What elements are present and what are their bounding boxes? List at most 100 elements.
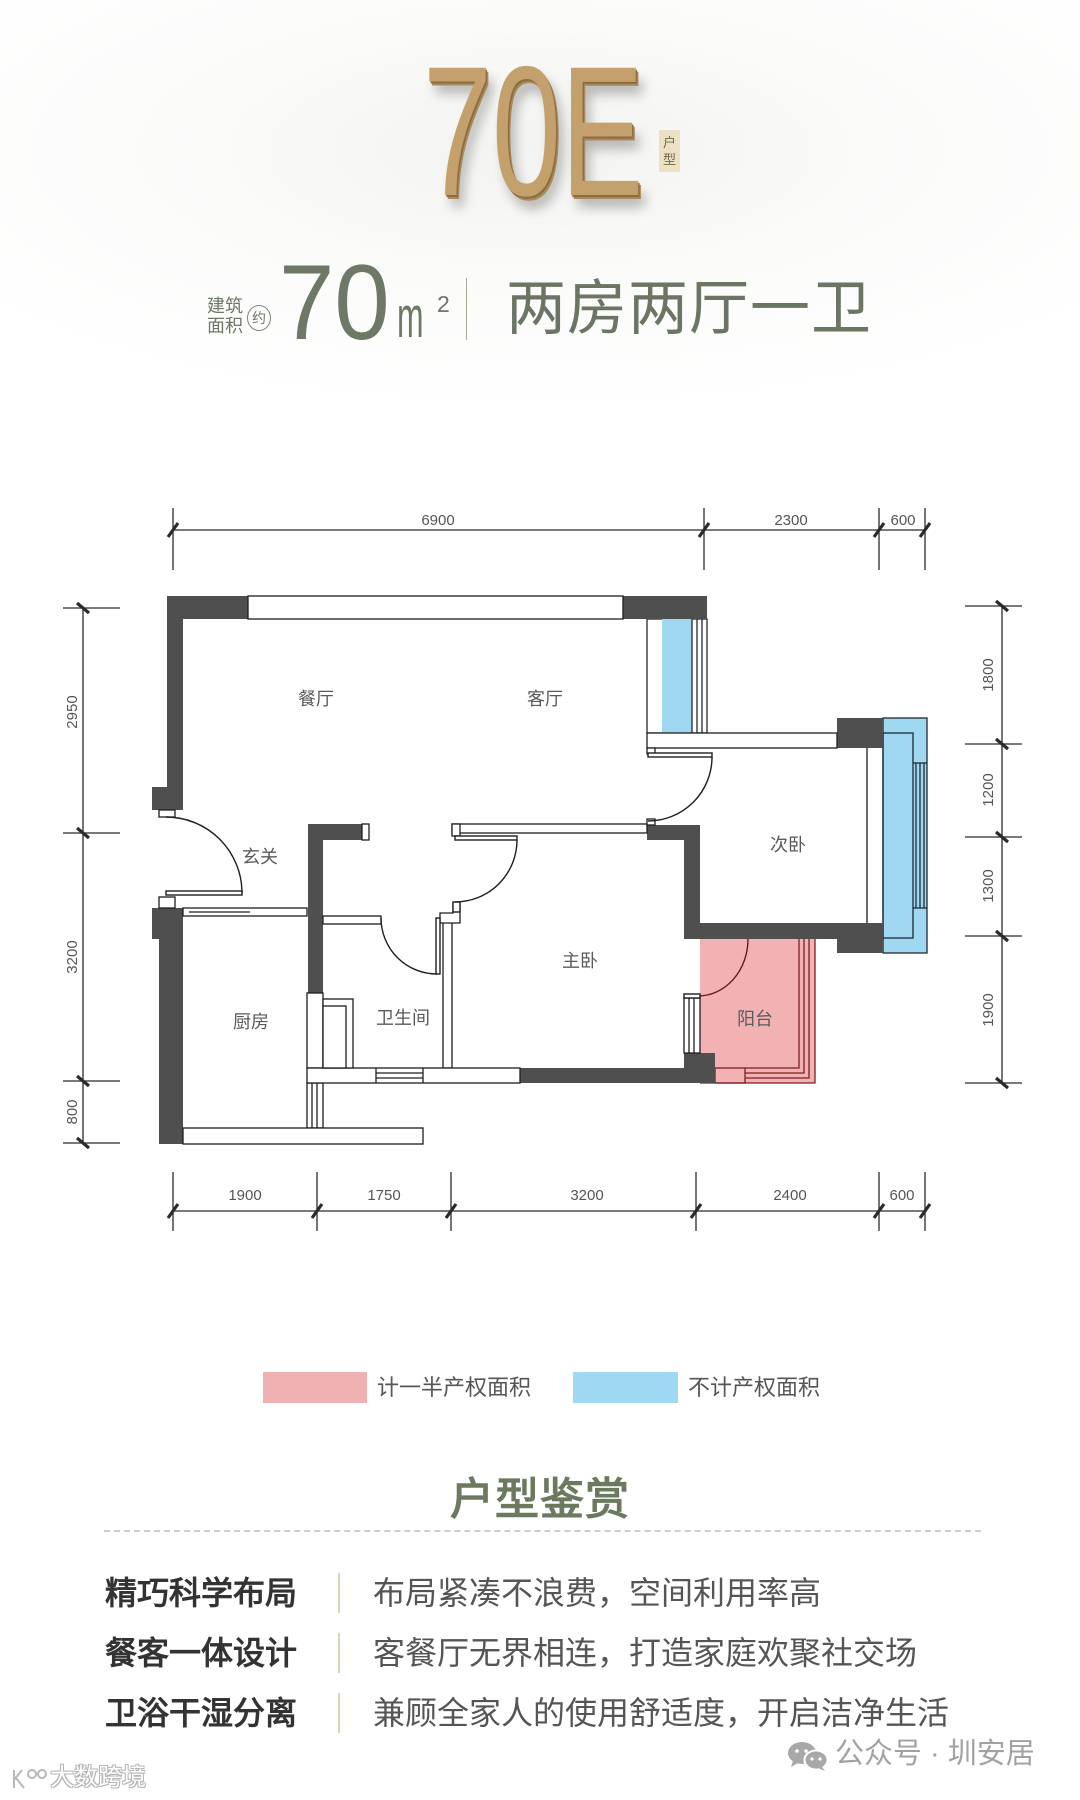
- second-bedroom-door-leaf: [647, 752, 713, 758]
- bathroom-top-wall: [322, 915, 382, 925]
- bathroom-fixture-inner: [322, 1005, 347, 1069]
- section-heading: 户型鉴赏: [450, 1475, 630, 1524]
- legend-item-excluded-area: [573, 1372, 678, 1403]
- dim-tick: [444, 1203, 458, 1219]
- door-jamb: [683, 993, 701, 999]
- dim-ticks-left: [75, 601, 91, 1150]
- dim-ticks-right: [994, 599, 1010, 1090]
- balcony-railing: [700, 939, 816, 1084]
- dim-label-top-1: 6900: [421, 512, 454, 529]
- dim-label-right-4: 1900: [980, 993, 997, 1026]
- room-label-dining: 餐厅: [298, 689, 334, 709]
- model-badge-char-2: 型: [662, 152, 676, 167]
- wall-segment: [152, 908, 183, 939]
- wall-segment: [152, 787, 183, 810]
- dim-tick: [994, 830, 1010, 844]
- dim-tick: [75, 1074, 91, 1088]
- dim-tick: [697, 522, 711, 538]
- door-jamb: [158, 809, 176, 818]
- bathroom-door-swing: [380, 917, 438, 975]
- feature-desc-3: 兼顾全家人的使用舒适度，开启洁净生活: [373, 1695, 950, 1731]
- account-watermark: 公众号 · 圳安居: [835, 1738, 1035, 1770]
- approx-mark: 约: [247, 305, 271, 331]
- partition-cap: [361, 823, 370, 841]
- room-label-living: 客厅: [527, 689, 563, 709]
- dim-tick: [75, 601, 91, 615]
- wall-segment: [623, 596, 707, 619]
- dim-label-top-2: 2300: [774, 512, 807, 529]
- dim-tick: [872, 522, 886, 538]
- wall-segment: [167, 596, 183, 810]
- wall-segment: [684, 825, 700, 939]
- door-jamb: [451, 823, 461, 837]
- wall-segment: [520, 1068, 684, 1083]
- feature-desc-1: 布局紧凑不浪费，空间利用率高: [373, 1575, 822, 1611]
- dim-tick: [689, 1203, 703, 1219]
- dim-label-left-2: 3200: [64, 940, 81, 973]
- room-label-kitchen: 厨房: [233, 1012, 269, 1032]
- legend-swatch-blue: [573, 1372, 678, 1403]
- bathroom-bottom-wall: [306, 1067, 521, 1084]
- wall-segment: [308, 824, 323, 993]
- partitions: [158, 595, 868, 1145]
- master-bedroom-door-leaf: [454, 835, 518, 841]
- dim-label-left-1: 2950: [64, 695, 81, 728]
- dimension-labels: 6900 2300 600 1900 1750 3200 2400 600 29…: [64, 512, 997, 1204]
- bay-window-inner: [882, 732, 914, 939]
- dim-tick: [310, 1203, 324, 1219]
- wall-segment: [159, 939, 183, 1144]
- dim-label-top-3: 600: [890, 512, 915, 529]
- dim-label-left-3: 800: [64, 1099, 81, 1124]
- railing-line: [745, 939, 810, 1079]
- feature-title-1: 精巧科学布局: [105, 1575, 298, 1611]
- area-unit: m: [397, 285, 424, 350]
- dim-tick: [75, 826, 91, 840]
- kitchen-side-window: [306, 1082, 324, 1129]
- legend-swatch-blue-fill: [573, 1372, 678, 1403]
- dim-label-bottom-1: 1900: [228, 1187, 261, 1204]
- dim-label-bottom-2: 1750: [367, 1187, 400, 1204]
- dim-tick: [918, 522, 932, 538]
- room-label-balcony: 阳台: [737, 1009, 773, 1029]
- wall-segment: [684, 923, 883, 939]
- door-jamb: [646, 818, 656, 826]
- dim-tick: [872, 1203, 886, 1219]
- kitchen-bottom-wall: [182, 1127, 424, 1145]
- dim-tick: [75, 1136, 91, 1150]
- room-label-foyer: 玄关: [242, 847, 278, 867]
- master-bedroom-top-wall: [451, 823, 648, 834]
- room-label-second-bedroom: 次卧: [770, 835, 806, 855]
- balcony-door-swing: [697, 938, 749, 997]
- dimension-lines: [63, 508, 1022, 1231]
- header-divider: [466, 278, 467, 340]
- feature-divider-3: [338, 1693, 340, 1733]
- dim-tick: [166, 522, 180, 538]
- wall-segment: [837, 718, 883, 748]
- legend-item-half-area: [263, 1372, 367, 1403]
- dim-label-right-2: 1200: [980, 773, 997, 806]
- dim-label-bottom-5: 600: [889, 1187, 914, 1204]
- entrance-door-swing: [165, 816, 243, 894]
- legend-swatch-pink-fill: [263, 1372, 367, 1403]
- excluded-area-fills: [646, 618, 928, 954]
- feature-title-3: 卫浴干湿分离: [105, 1695, 298, 1731]
- living-window-glass: [662, 619, 692, 733]
- door-jamb: [158, 896, 176, 909]
- partition-lower: [306, 992, 324, 1069]
- feature-desc-2: 客餐厅无界相连，打造家庭欢聚社交场: [373, 1635, 918, 1671]
- dim-tick: [994, 929, 1010, 943]
- dim-label-right-1: 1800: [980, 658, 997, 691]
- area-value: 70: [279, 242, 390, 362]
- entrance-door-leaf: [165, 890, 243, 896]
- model-badge-char-1: 户: [662, 135, 676, 150]
- brand-watermark: 大数跨境: [50, 1764, 146, 1791]
- second-bedroom-north-wall: [646, 732, 838, 749]
- door-jamb: [452, 901, 461, 913]
- balcony-area: [700, 939, 816, 1084]
- feature-divider-1: [338, 1573, 340, 1613]
- layout-type: 两房两厅一卫: [506, 275, 872, 342]
- model-badge: 户 型: [659, 130, 680, 172]
- railing-line: [745, 939, 800, 1069]
- top-window: [247, 595, 624, 620]
